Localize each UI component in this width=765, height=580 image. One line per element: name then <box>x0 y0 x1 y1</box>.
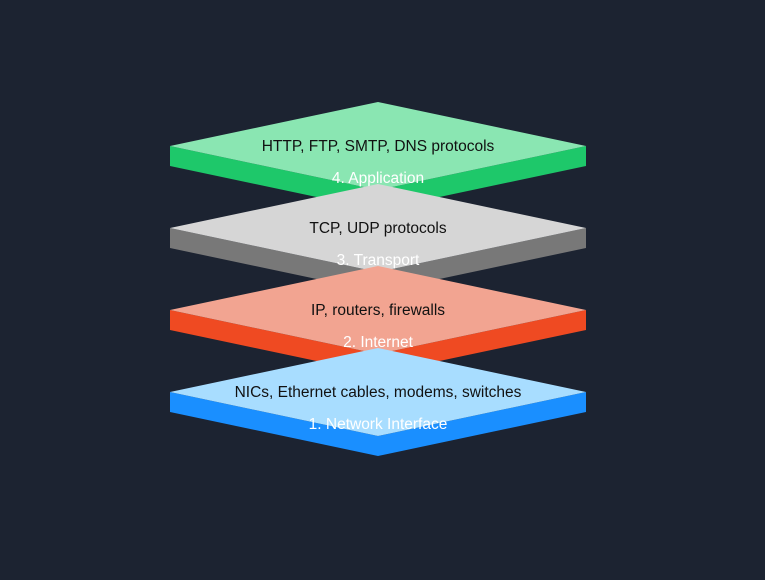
layer-top-face <box>170 348 586 436</box>
layer-top-face <box>170 184 586 272</box>
layer-label: 1. Network Interface <box>309 416 448 433</box>
layer-description: TCP, UDP protocols <box>309 220 447 237</box>
layer-side <box>170 392 586 456</box>
layer-top-face <box>170 266 586 354</box>
layer-top-face <box>170 102 586 190</box>
layers-group: HTTP, FTP, SMTP, DNS protocols 4. Applica… <box>170 102 586 456</box>
layer-internet: IP, routers, firewalls 2. Internet <box>170 266 586 374</box>
layer-label: 3. Transport <box>337 252 420 269</box>
layer-transport: TCP, UDP protocols 3. Transport <box>170 184 586 292</box>
layer-description: IP, routers, firewalls <box>311 302 445 319</box>
layer-description: HTTP, FTP, SMTP, DNS protocols <box>262 138 495 155</box>
layer-label: 2. Internet <box>343 334 413 351</box>
layer-description: NICs, Ethernet cables, modems, switches <box>235 384 522 401</box>
layer-label: 4. Application <box>332 170 424 187</box>
layer-network-interface: NICs, Ethernet cables, modems, switches 1… <box>170 348 586 456</box>
